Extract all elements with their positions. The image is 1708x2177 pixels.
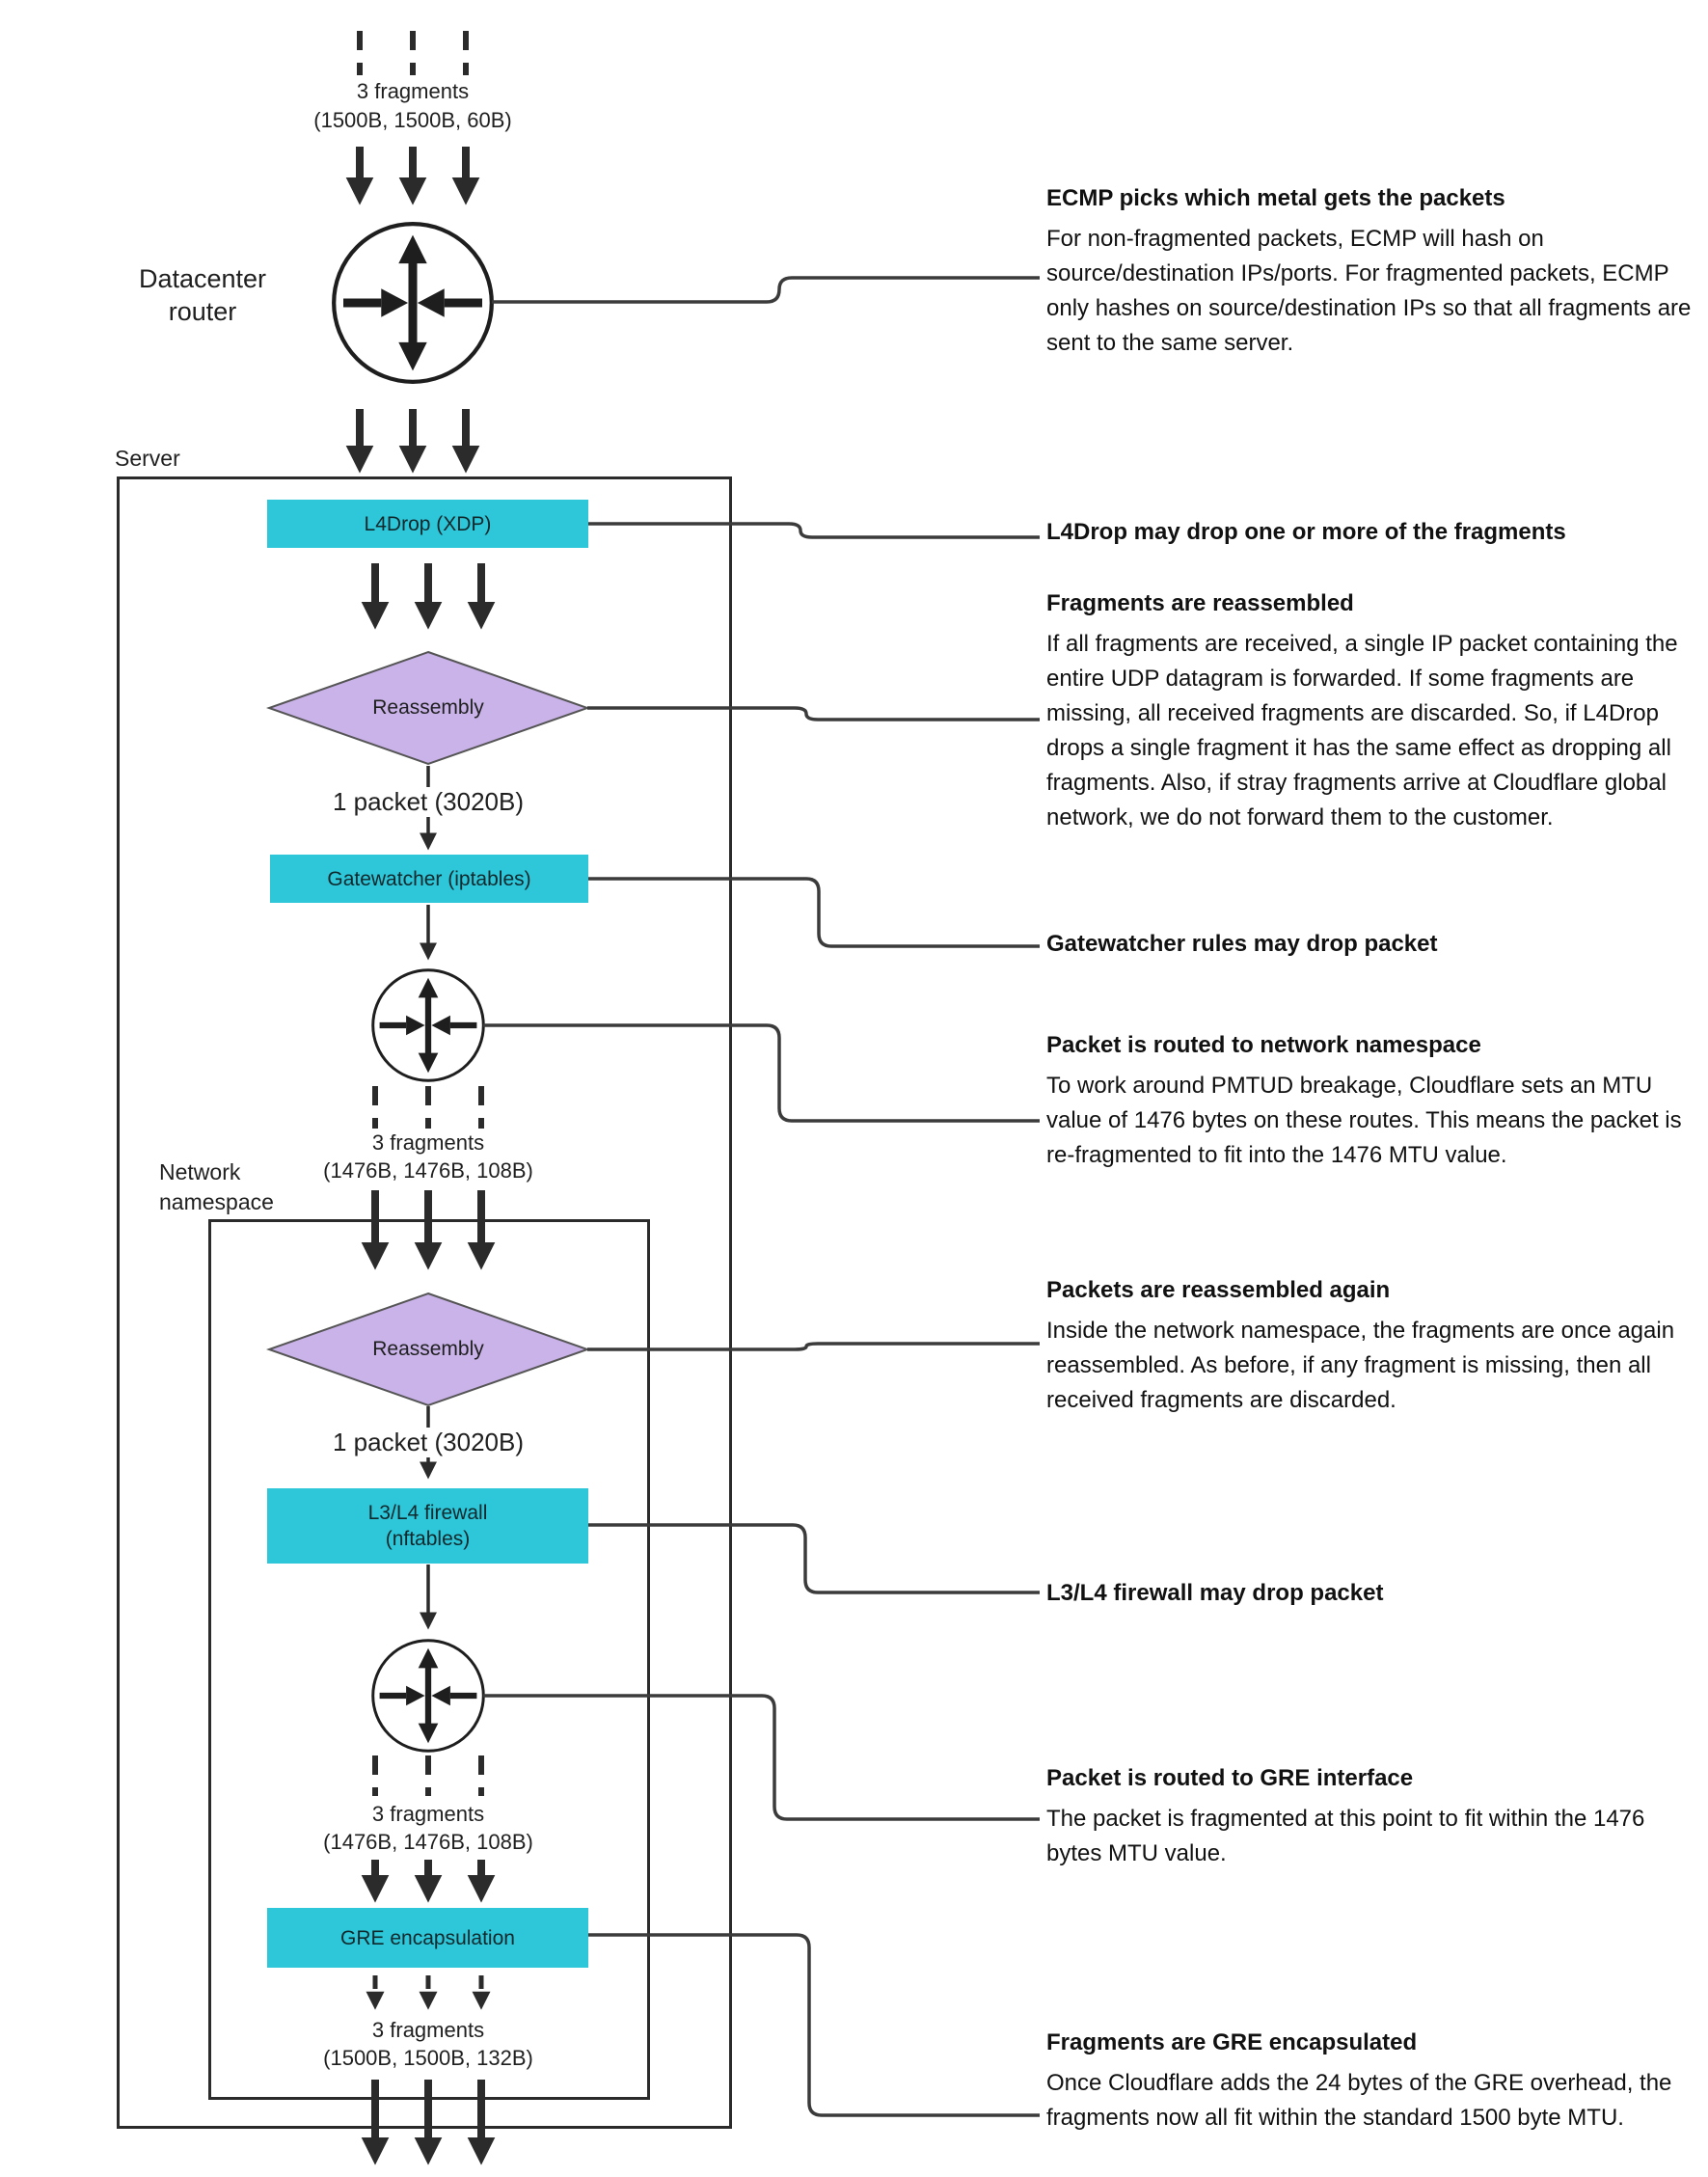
annotation-reassembled-body: If all fragments are received, a single …: [1046, 631, 1678, 830]
gre-label: GRE encapsulation: [340, 1926, 515, 1949]
namespace-fragments-label: 3 fragments: [371, 1802, 485, 1826]
gatewatcher-label: Gatewatcher (iptables): [327, 867, 531, 890]
annotation-gre-encap-body: Once Cloudflare adds the 24 bytes of the…: [1046, 2070, 1672, 2131]
annotation-reassembled-again-title: Packets are reassembled again: [1046, 1277, 1391, 1303]
reassembly-label-2: Reassembly: [372, 1338, 484, 1360]
annotation-ecmp-body: For non-fragmented packets, ECMP will ha…: [1046, 226, 1692, 356]
annotation-l4drop-title: L4Drop may drop one or more of the fragm…: [1046, 519, 1566, 545]
l4drop-label: L4Drop (XDP): [364, 512, 492, 535]
annotation-namespace-route: Packet is routed to network namespace To…: [1046, 1030, 1698, 1173]
network-namespace-label: Network namespace: [159, 1159, 274, 1214]
annotation-reassembled-again-body: Inside the network namespace, the fragme…: [1046, 1318, 1675, 1413]
annotation-ecmp-title: ECMP picks which metal gets the packets: [1046, 185, 1505, 211]
firewall-sublabel: (nftables): [385, 1528, 471, 1550]
annotation-gre-route: Packet is routed to GRE interface The pa…: [1046, 1763, 1698, 1871]
incoming-fragments-sizes: (1500B, 1500B, 60B): [313, 108, 512, 132]
annotation-ecmp: ECMP picks which metal gets the packets …: [1046, 183, 1698, 361]
incoming-fragments-dashes: [357, 31, 469, 75]
arrows-to-router: [345, 147, 480, 205]
annotation-gre-route-title: Packet is routed to GRE interface: [1046, 1765, 1414, 1791]
annotation-reassembled-again: Packets are reassembled again Inside the…: [1046, 1275, 1698, 1418]
annotation-namespace-route-title: Packet is routed to network namespace: [1046, 1032, 1481, 1058]
annotation-reassembled: Fragments are reassembled If all fragmen…: [1046, 588, 1698, 835]
gre-fragments-label: 3 fragments: [371, 2018, 485, 2042]
incoming-fragments-label: 3 fragments: [356, 79, 470, 103]
gre-fragments-sizes: (1500B, 1500B, 132B): [323, 2046, 533, 2070]
server-label: Server: [115, 446, 180, 471]
annotation-gre-encap-title: Fragments are GRE encapsulated: [1046, 2029, 1418, 2055]
l4drop-box: L4Drop (XDP): [267, 500, 588, 548]
packet-label-1: 1 packet (3020B): [324, 787, 532, 817]
annotation-gre-encap: Fragments are GRE encapsulated Once Clou…: [1046, 2027, 1698, 2136]
annotation-gatewatcher: Gatewatcher rules may drop packet: [1046, 929, 1698, 967]
arrows-to-server: [345, 409, 480, 474]
datacenter-router-label: Datacenter router: [138, 264, 267, 326]
annotation-l4drop: L4Drop may drop one or more of the fragm…: [1046, 517, 1698, 556]
firewall-box: L3/L4 firewall (nftables): [267, 1488, 588, 1564]
packet-label-2: 1 packet (3020B): [324, 1428, 532, 1457]
gatewatcher-box: Gatewatcher (iptables): [270, 855, 588, 903]
annotation-firewall: L3/L4 firewall may drop packet: [1046, 1578, 1698, 1617]
gre-box: GRE encapsulation: [267, 1908, 588, 1968]
datacenter-router-icon: [334, 224, 492, 382]
namespace-fragments-sizes: (1476B, 1476B, 108B): [323, 1830, 533, 1854]
server-fragments-sizes: (1476B, 1476B, 108B): [323, 1158, 533, 1183]
server-fragments-label: 3 fragments: [371, 1130, 485, 1155]
annotation-reassembled-title: Fragments are reassembled: [1046, 590, 1354, 616]
reassembly-label-1: Reassembly: [372, 696, 484, 719]
annotation-namespace-route-body: To work around PMTUD breakage, Cloudflar…: [1046, 1073, 1682, 1168]
firewall-label: L3/L4 firewall: [367, 1502, 488, 1524]
annotation-gre-route-body: The packet is fragmented at this point t…: [1046, 1806, 1645, 1866]
annotation-gatewatcher-title: Gatewatcher rules may drop packet: [1046, 931, 1438, 957]
annotation-firewall-title: L3/L4 firewall may drop packet: [1046, 1580, 1384, 1606]
